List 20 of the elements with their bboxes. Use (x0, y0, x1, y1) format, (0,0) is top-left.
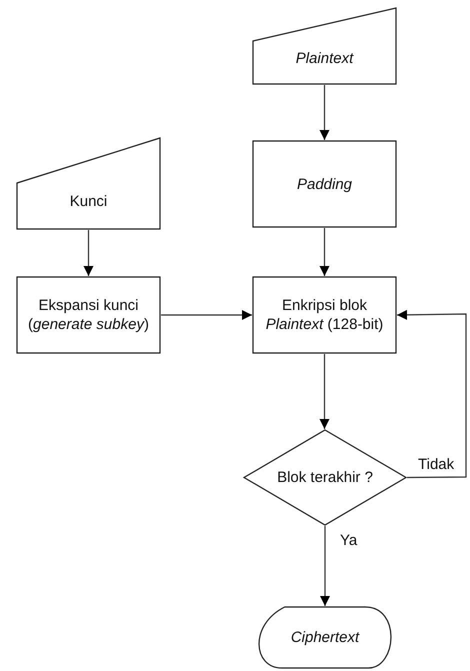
node-label: Plaintext (296, 48, 354, 68)
node-label: Blok terakhir ? (277, 468, 373, 487)
manual-input-shape (252, 7, 397, 85)
arrow (320, 85, 330, 140)
arrow (161, 310, 252, 320)
process-box (16, 276, 161, 354)
arrow (320, 354, 330, 429)
manual-input-shape (16, 137, 161, 230)
process-box (252, 140, 397, 228)
decision-diamond (243, 429, 407, 526)
node-label: Ciphertext (290, 628, 360, 647)
process-box (252, 276, 397, 354)
node-label: Ekspansi kunci (generate subkey) (27, 296, 150, 334)
node-label: Padding (296, 174, 352, 194)
arrow (320, 228, 330, 276)
node-label: Kunci (70, 192, 108, 211)
node-label: Enkripsi blok Plaintext (128-bit) (264, 296, 384, 334)
arrow (397, 310, 467, 478)
arrow (84, 230, 94, 276)
arrow (320, 526, 330, 606)
